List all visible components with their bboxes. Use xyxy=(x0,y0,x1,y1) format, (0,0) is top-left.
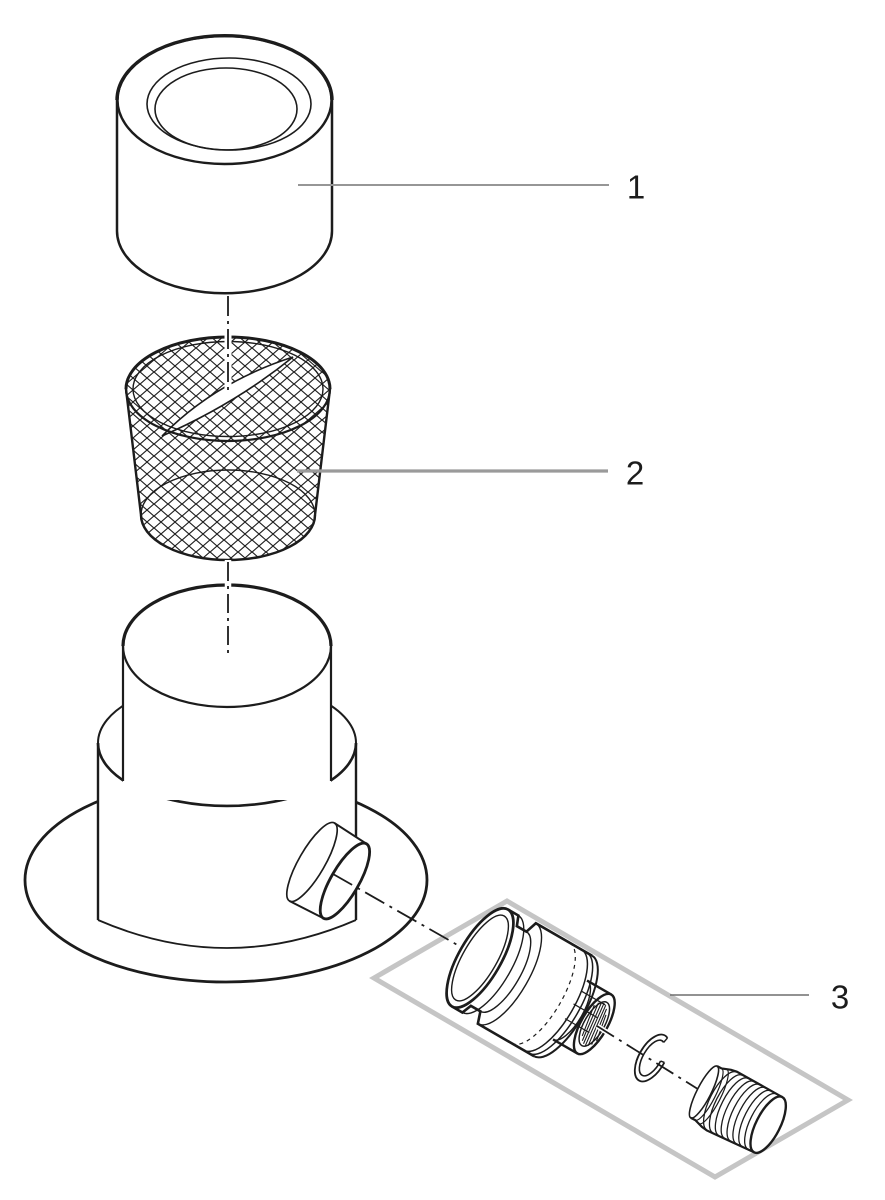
base-neck-silhouette xyxy=(123,585,331,800)
cartridge-back-cap-inner xyxy=(450,914,510,1002)
cartridge-outline-top xyxy=(507,908,593,957)
part-label-3: 3 xyxy=(830,978,850,1016)
snap-ring-ends xyxy=(660,1037,669,1064)
base-body-top-rim-front xyxy=(96,742,358,808)
base-neck-sides xyxy=(121,646,333,781)
cartridge-outline-bottom xyxy=(451,1004,535,1058)
outlet-front-rim xyxy=(318,841,371,921)
exploded-axis-line-upper xyxy=(332,873,469,952)
mesh-seam xyxy=(161,356,294,437)
cartridge-step-arc-1 xyxy=(462,914,525,1015)
cap-bore-inner xyxy=(154,67,298,151)
nut-back-arc xyxy=(552,979,592,1041)
valve-cartridge-drawing xyxy=(445,907,616,1059)
base-side-outlet xyxy=(285,821,371,921)
highlight-box-part-3 xyxy=(369,898,853,1180)
plug-front-face xyxy=(749,1095,788,1155)
cap-top-rim-bold xyxy=(115,34,334,101)
snap-ring-outer xyxy=(633,1033,669,1083)
plug-thread-lines xyxy=(702,1070,777,1151)
mesh-hatch-fill xyxy=(126,337,330,560)
part-2-mesh-strainer-drawing xyxy=(124,335,332,562)
threaded-plug-drawing xyxy=(688,1065,788,1155)
part-label-2: 2 xyxy=(625,454,645,492)
cap-sides xyxy=(115,100,334,231)
basket-sides xyxy=(124,388,332,516)
base-unit-drawing xyxy=(23,583,429,984)
part-1-cap-drawing xyxy=(115,34,334,295)
part-label-1: 1 xyxy=(626,168,646,206)
plug-outline-top xyxy=(716,1065,783,1099)
cartridge-hidden-edge xyxy=(511,942,576,1046)
cartridge-step-arc-3 xyxy=(477,922,543,1026)
cap-bottom-arc xyxy=(115,230,334,295)
base-body-bottom-arc xyxy=(97,919,357,949)
plug-collar-ring-1 xyxy=(695,1067,724,1121)
snap-ring-inner xyxy=(638,1039,665,1077)
outlet-sides xyxy=(289,822,367,920)
plug-outline-bottom xyxy=(690,1116,755,1154)
cartridge-step-arc-2 xyxy=(480,931,532,1013)
snap-ring-drawing xyxy=(633,1033,669,1083)
nut-sides xyxy=(552,979,612,1055)
cartridge-rim-arc-1 xyxy=(523,949,589,1053)
outlet-silhouette xyxy=(286,822,370,919)
cartridge-rim-arc-2 xyxy=(528,952,594,1056)
exploded-axis-line-lower xyxy=(596,1025,702,1092)
